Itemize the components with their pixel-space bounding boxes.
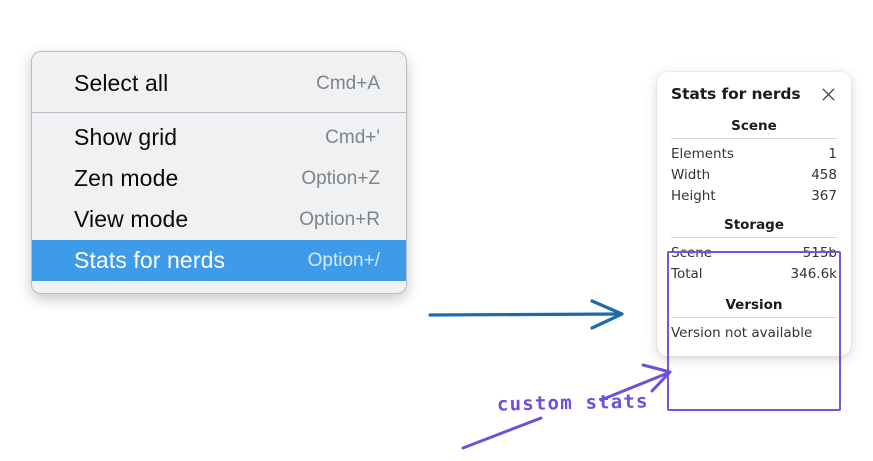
menu-item-label: Show grid (74, 124, 178, 150)
stats-row-scene-storage: Scene 515b (671, 242, 837, 263)
section-heading-version: Version (725, 297, 783, 313)
close-icon[interactable] (820, 86, 837, 103)
stats-row-key: Height (671, 187, 716, 204)
menu-item-accelerator: Option+/ (307, 249, 380, 271)
context-menu: Select all Cmd+A Show grid Cmd+' Zen mod… (31, 51, 407, 294)
stats-row-key: Scene (671, 244, 713, 261)
menu-item-label: Stats for nerds (74, 247, 226, 273)
purple-underline-stroke (461, 416, 543, 450)
stats-row-key: Total (671, 265, 703, 282)
stats-row-value: 458 (811, 166, 837, 183)
menu-item-stats-for-nerds[interactable]: Stats for nerds Option+/ (32, 240, 406, 281)
section-rule (671, 138, 837, 139)
stats-row-key: Elements (671, 145, 734, 162)
menu-item-accelerator: Cmd+' (325, 126, 380, 148)
stats-row-width: Width 458 (671, 164, 837, 185)
menu-item-label: View mode (74, 206, 189, 232)
section-heading-storage: Storage (723, 217, 785, 233)
section-rule (671, 237, 837, 238)
menu-item-accelerator: Cmd+A (316, 72, 380, 94)
stats-for-nerds-panel: Stats for nerds Scene Elements 1 Width 4… (657, 72, 851, 411)
menu-separator (32, 112, 406, 113)
handwritten-annotation-custom-stats: custom stats (496, 390, 649, 416)
menu-item-select-all[interactable]: Select all Cmd+A (32, 63, 406, 104)
stats-section-version: Version Version not available (671, 295, 837, 342)
stats-row-value: 515b (802, 244, 837, 261)
stats-row-value: 1 (828, 145, 837, 162)
stats-row-value: 346.6k (790, 265, 837, 282)
menu-group-1: Select all Cmd+A (32, 59, 406, 108)
stats-section-storage: Storage Scene 515b Total 346.6k (671, 215, 837, 284)
blue-pointer-arrow (428, 299, 624, 330)
stats-row-value: 367 (811, 187, 837, 204)
menu-item-accelerator: Option+Z (301, 167, 380, 189)
menu-item-view-mode[interactable]: View mode Option+R (32, 199, 406, 240)
section-heading-scene: Scene (731, 118, 777, 134)
menu-group-2: Show grid Cmd+' Zen mode Option+Z View m… (32, 113, 406, 285)
stats-panel-header: Stats for nerds (671, 85, 837, 103)
version-not-available-text: Version not available (671, 325, 813, 341)
stats-row-total-storage: Total 346.6k (671, 263, 837, 284)
stats-row-key: Width (671, 166, 711, 183)
menu-item-label: Zen mode (74, 165, 179, 191)
stats-row-elements: Elements 1 (671, 143, 837, 164)
section-rule (671, 317, 837, 318)
menu-item-label: Select all (74, 70, 169, 96)
menu-item-accelerator: Option+R (299, 208, 380, 230)
menu-item-show-grid[interactable]: Show grid Cmd+' (32, 117, 406, 158)
stats-section-scene: Scene Elements 1 Width 458 Height 367 (671, 116, 837, 206)
menu-item-zen-mode[interactable]: Zen mode Option+Z (32, 158, 406, 199)
stats-panel-title: Stats for nerds (671, 85, 801, 103)
stats-row-height: Height 367 (671, 185, 837, 206)
